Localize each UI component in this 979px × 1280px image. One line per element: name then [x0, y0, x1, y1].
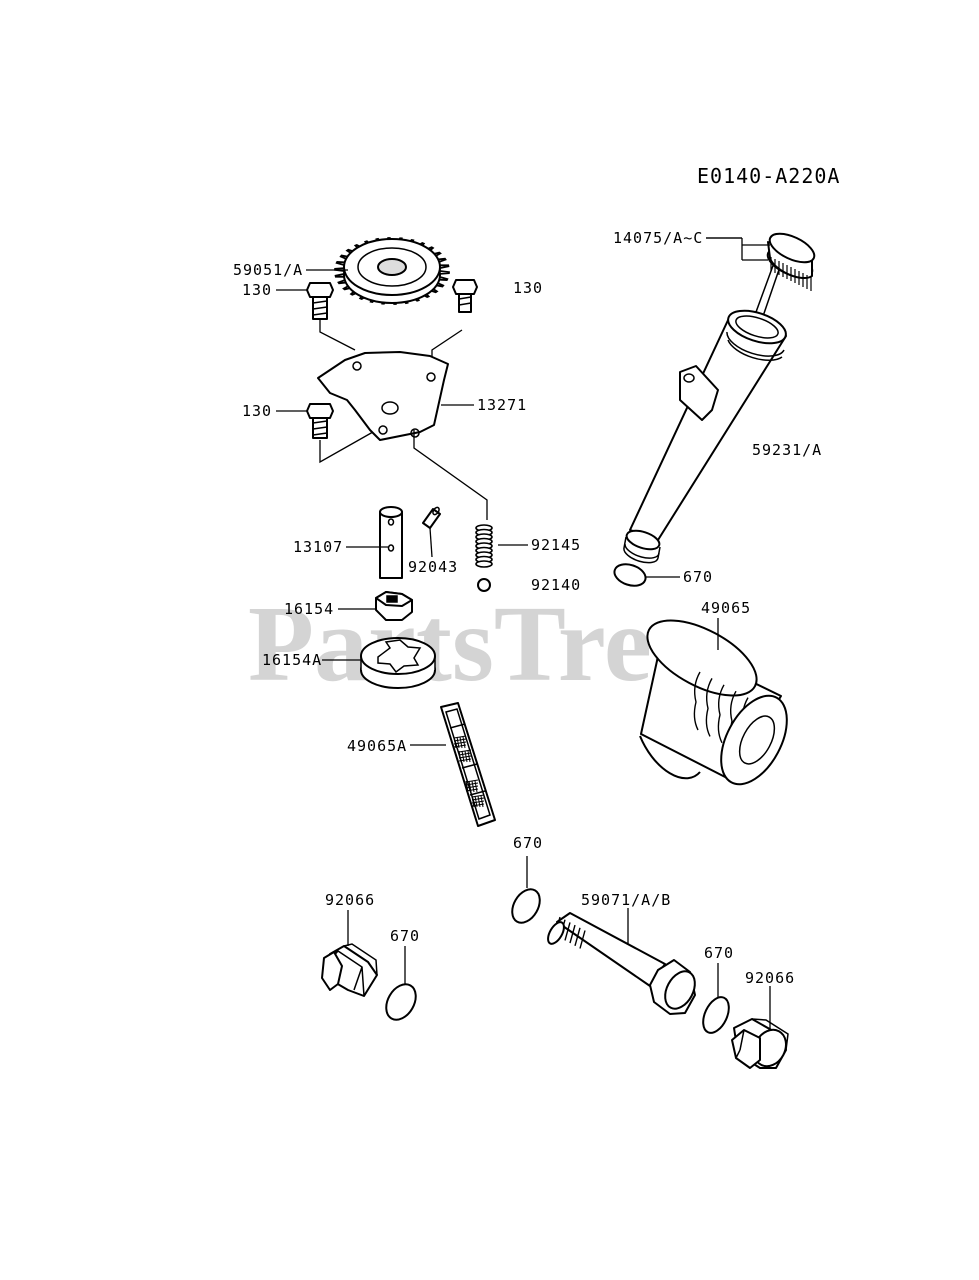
oring-center-part[interactable] [507, 884, 546, 927]
bolt-top-left[interactable] [306, 282, 334, 320]
nipple-part[interactable] [545, 912, 701, 1015]
label-screen: 49065A [347, 737, 407, 755]
oring-right-part[interactable] [698, 993, 734, 1037]
plug-left-part[interactable] [321, 943, 378, 997]
label-bolt-top-right: 130 [513, 279, 543, 297]
label-cover-plate: 13271 [477, 396, 527, 414]
bolt-mid[interactable] [306, 403, 334, 439]
cap-part[interactable] [751, 228, 818, 326]
label-oring-center: 670 [513, 834, 543, 852]
oring-tube-part[interactable] [612, 561, 649, 590]
label-nipple: 59071/A/B [581, 891, 671, 909]
label-plug-left: 92066 [325, 891, 375, 909]
pin-part[interactable] [422, 506, 441, 529]
inner-rotor-part[interactable] [375, 591, 413, 621]
oring-left-part[interactable] [380, 979, 422, 1025]
label-bolt-mid: 130 [242, 402, 272, 420]
label-oring-tube: 670 [683, 568, 713, 586]
oil-filter-part[interactable] [636, 605, 800, 795]
shaft-part[interactable] [379, 506, 403, 579]
ball-part[interactable] [477, 578, 491, 592]
label-oring-left: 670 [390, 927, 420, 945]
filler-tube-part[interactable] [623, 304, 790, 564]
label-oring-right: 670 [704, 944, 734, 962]
bolt-top-right[interactable] [452, 279, 478, 313]
label-shaft: 13107 [293, 538, 343, 556]
label-bolt-top-left: 130 [242, 281, 272, 299]
label-cap: 14075/A~C [613, 229, 703, 247]
oil-screen-part[interactable] [440, 702, 496, 827]
label-oil-filter: 49065 [701, 599, 751, 617]
label-pin: 92043 [408, 558, 458, 576]
label-gear: 59051/A [233, 261, 303, 279]
label-ball: 92140 [531, 576, 581, 594]
plug-right-part[interactable] [731, 1018, 792, 1072]
cover-plate-part[interactable] [317, 351, 449, 441]
diagram-code: E0140-A220A [697, 164, 840, 188]
label-filler-tube: 59231/A [752, 441, 822, 459]
label-spring: 92145 [531, 536, 581, 554]
label-plug-right: 92066 [745, 969, 795, 987]
gear-part[interactable] [334, 237, 450, 305]
label-inner-rotor: 16154 [284, 600, 334, 618]
label-outer-rotor: 16154A [262, 651, 322, 669]
outer-rotor-part[interactable] [360, 637, 436, 689]
watermark: PartsTree [248, 585, 700, 704]
spring-part[interactable] [475, 524, 493, 568]
